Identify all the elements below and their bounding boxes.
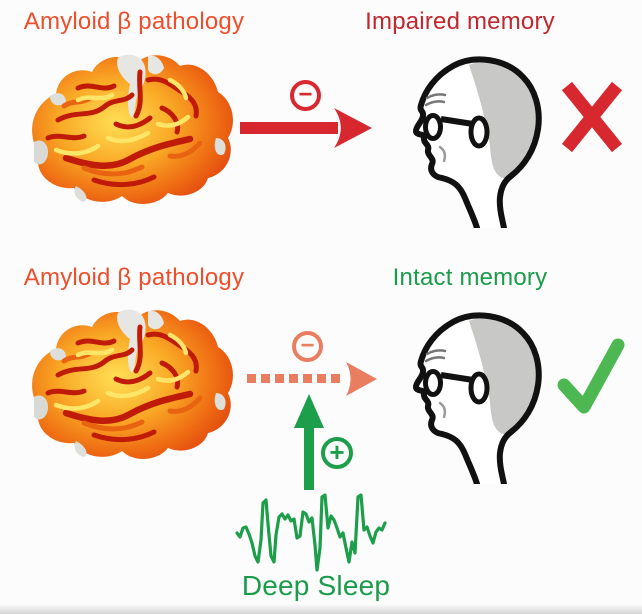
head-profile-image-top — [383, 50, 551, 228]
cross-icon — [560, 80, 624, 154]
dash-segment — [261, 374, 270, 383]
deep-sleep-arrow-head-icon — [294, 394, 324, 428]
amyloid-pathology-label-top: Amyloid β pathology — [23, 8, 245, 35]
dash-segment — [289, 374, 298, 383]
brain-heatmap-image-top — [20, 46, 238, 212]
head-profile-image-bottom — [383, 306, 551, 484]
amyloid-pathology-label-bottom: Amyloid β pathology — [23, 264, 245, 291]
plus-sign: + — [329, 437, 345, 467]
impaired-memory-label: Impaired memory — [365, 8, 555, 35]
minus-circle-icon-bottom: − — [292, 331, 323, 362]
eeg-waveform-image — [230, 486, 390, 576]
minus-sign-top: − — [298, 80, 313, 108]
brain-heatmap-image-bottom — [20, 301, 238, 467]
deep-sleep-arrow-shaft — [304, 426, 314, 490]
inhibition-arrow-shaft — [240, 122, 338, 134]
dash-segment — [331, 374, 340, 383]
deep-sleep-label: Deep Sleep — [241, 570, 391, 601]
inhibition-arrow-head-icon — [334, 108, 372, 148]
intact-memory-label: Intact memory — [392, 264, 548, 291]
minus-circle-icon-top: − — [290, 80, 321, 111]
check-icon — [554, 333, 626, 423]
plus-circle-icon: + — [321, 437, 353, 469]
bottom-shadow-strip — [0, 604, 642, 614]
dash-segment — [275, 374, 284, 383]
minus-sign-bottom: − — [300, 331, 315, 359]
dashed-arrow-head-icon — [344, 360, 378, 398]
dash-segment — [303, 374, 312, 383]
dash-segment — [247, 374, 256, 383]
dash-segment — [317, 374, 326, 383]
